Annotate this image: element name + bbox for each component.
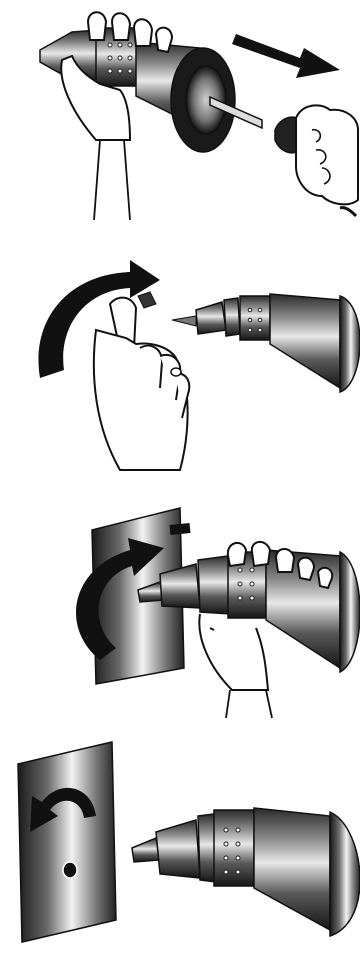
- hand-threading-bit-icon: [0, 238, 360, 478]
- rivet-hole-icon: [63, 862, 77, 878]
- hand-holding-tool-removing-cap-icon: [0, 0, 360, 238]
- arrow-right-icon: [232, 34, 340, 78]
- tool-removed-from-panel-icon: [0, 720, 360, 953]
- step-1-panel: [0, 0, 360, 238]
- step-2-panel: [0, 238, 360, 478]
- panel-icon: [18, 742, 116, 942]
- step-3-panel: [0, 478, 360, 720]
- step-4-panel: [0, 720, 360, 953]
- tool-driving-into-panel-icon: [0, 478, 360, 720]
